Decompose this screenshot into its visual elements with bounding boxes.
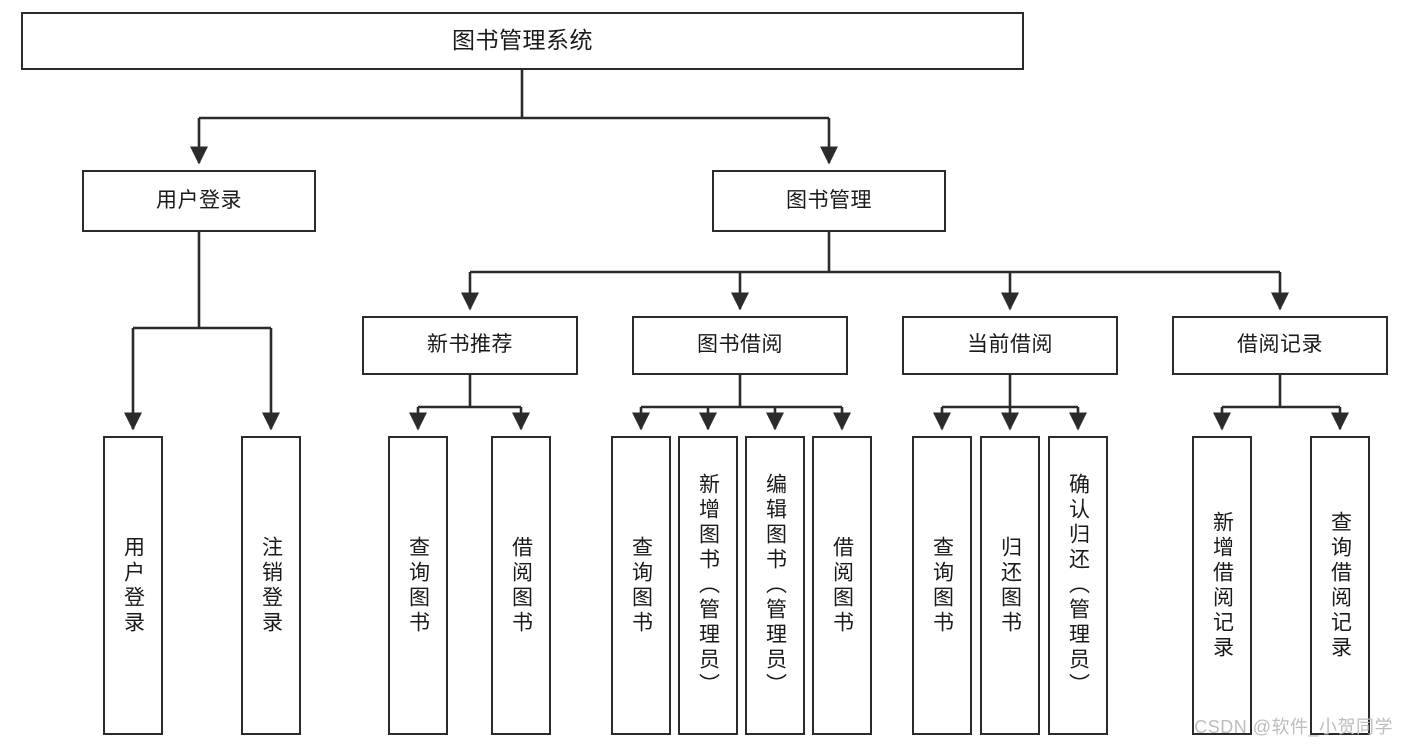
leaf-current-borrow-confirm[interactable]: 确认归还（管理员） bbox=[1048, 436, 1108, 735]
leaf-book-borrow-query[interactable]: 查询图书 bbox=[611, 436, 671, 735]
node-user-login-label: 用户登录 bbox=[156, 188, 242, 212]
node-book-borrow[interactable]: 图书借阅 bbox=[632, 316, 848, 375]
leaf-new-book-borrow-label: 借阅图书 bbox=[509, 535, 533, 636]
leaf-new-book-query[interactable]: 查询图书 bbox=[388, 436, 448, 735]
leaf-new-book-borrow[interactable]: 借阅图书 bbox=[491, 436, 551, 735]
node-book-manage-label: 图书管理 bbox=[786, 188, 872, 212]
node-root-label: 图书管理系统 bbox=[452, 27, 593, 54]
leaf-book-borrow-edit[interactable]: 编辑图书（管理员） bbox=[745, 436, 805, 735]
leaf-new-book-query-label: 查询图书 bbox=[406, 535, 430, 636]
leaf-book-borrow-add-label: 新增图书（管理员） bbox=[696, 473, 720, 698]
leaf-book-borrow-add[interactable]: 新增图书（管理员） bbox=[678, 436, 738, 735]
node-book-manage[interactable]: 图书管理 bbox=[712, 170, 946, 232]
leaf-current-borrow-return-label: 归还图书 bbox=[998, 535, 1022, 636]
node-borrow-record-label: 借阅记录 bbox=[1237, 333, 1323, 357]
leaf-borrow-record-query[interactable]: 查询借阅记录 bbox=[1310, 436, 1370, 735]
leaf-current-borrow-confirm-label: 确认归还（管理员） bbox=[1066, 473, 1090, 698]
leaf-user-login-logout-label: 注销登录 bbox=[259, 535, 283, 636]
leaf-book-borrow-query-label: 查询图书 bbox=[629, 535, 653, 636]
leaf-book-borrow-borrow[interactable]: 借阅图书 bbox=[812, 436, 872, 735]
leaf-borrow-record-query-label: 查询借阅记录 bbox=[1328, 510, 1352, 661]
leaf-user-login-login-label: 用户登录 bbox=[121, 535, 145, 636]
node-book-borrow-label: 图书借阅 bbox=[697, 333, 783, 357]
leaf-book-borrow-edit-label: 编辑图书（管理员） bbox=[763, 473, 787, 698]
node-user-login[interactable]: 用户登录 bbox=[82, 170, 316, 232]
node-root[interactable]: 图书管理系统 bbox=[21, 12, 1024, 70]
node-new-book-recommend-label: 新书推荐 bbox=[427, 333, 513, 357]
leaf-borrow-record-add[interactable]: 新增借阅记录 bbox=[1192, 436, 1252, 735]
node-borrow-record[interactable]: 借阅记录 bbox=[1172, 316, 1388, 375]
leaf-current-borrow-return[interactable]: 归还图书 bbox=[980, 436, 1040, 735]
leaf-borrow-record-add-label: 新增借阅记录 bbox=[1210, 510, 1234, 661]
leaf-user-login-logout[interactable]: 注销登录 bbox=[241, 436, 301, 735]
leaf-current-borrow-query[interactable]: 查询图书 bbox=[912, 436, 972, 735]
node-current-borrow-label: 当前借阅 bbox=[967, 333, 1053, 357]
node-current-borrow[interactable]: 当前借阅 bbox=[902, 316, 1118, 375]
node-new-book-recommend[interactable]: 新书推荐 bbox=[362, 316, 578, 375]
leaf-current-borrow-query-label: 查询图书 bbox=[930, 535, 954, 636]
leaf-user-login-login[interactable]: 用户登录 bbox=[103, 436, 163, 735]
leaf-book-borrow-borrow-label: 借阅图书 bbox=[830, 535, 854, 636]
